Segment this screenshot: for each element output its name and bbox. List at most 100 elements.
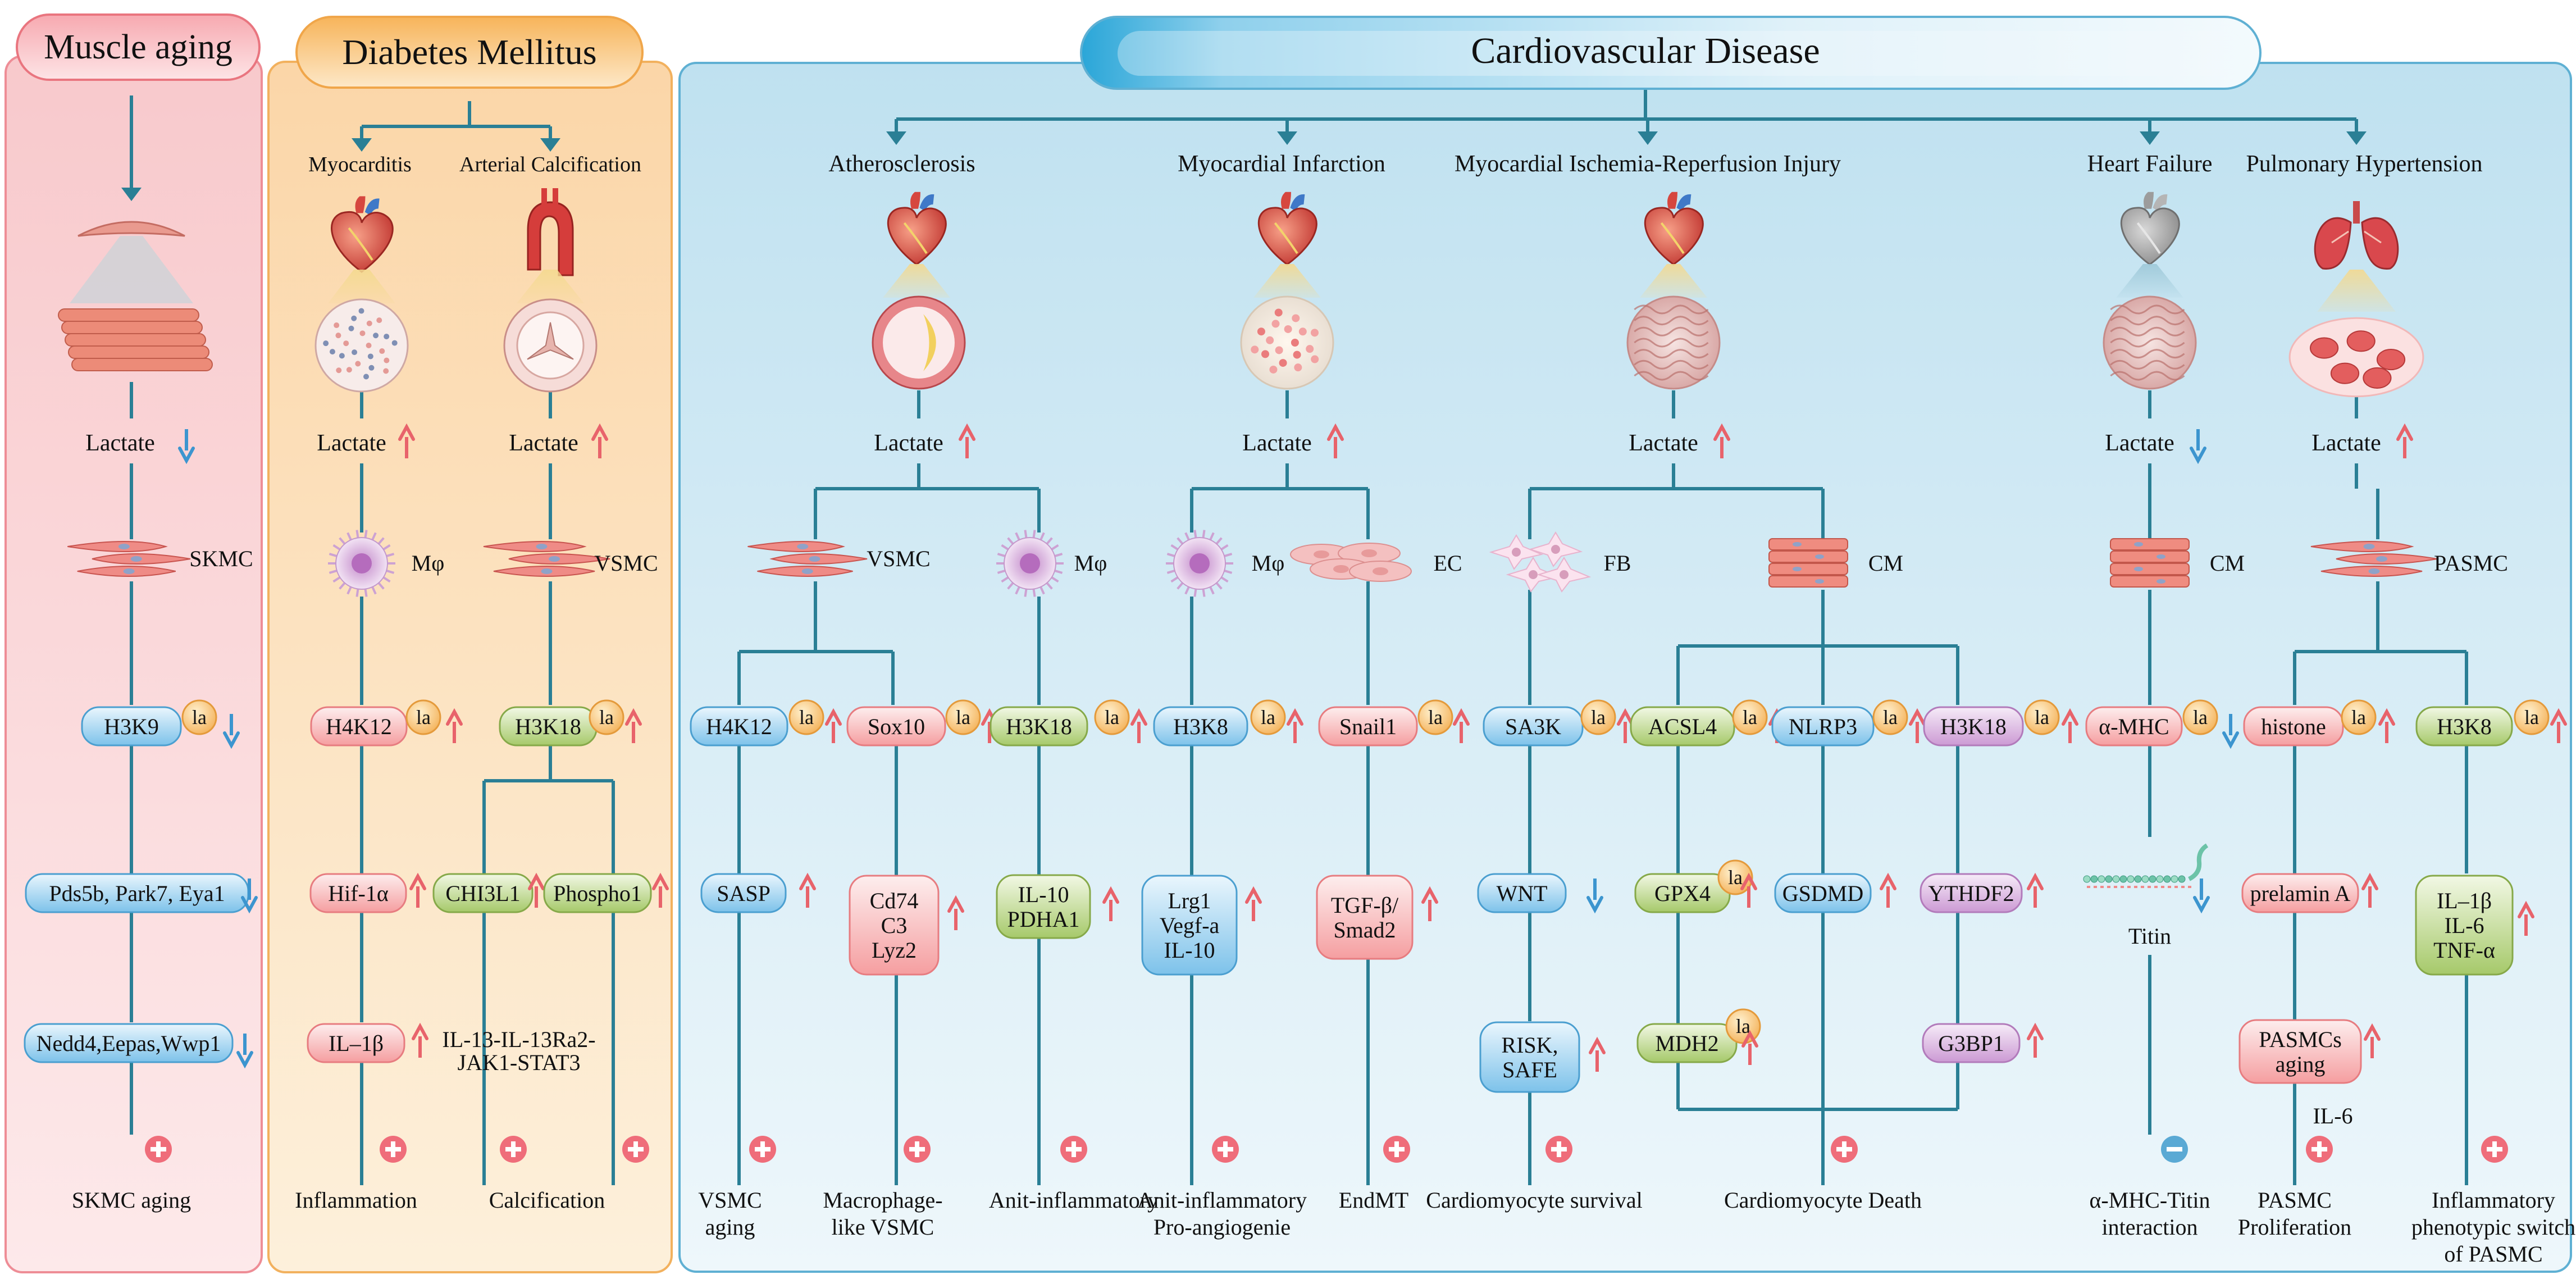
mark-h4k12: H4K12 <box>690 706 788 747</box>
mediator-risk-safe-text: SAFE <box>1502 1057 1557 1082</box>
up-arrow-icon <box>1741 1030 1758 1065</box>
disease-myocardial-infarction: Myocardial Infarction <box>1178 151 1385 177</box>
zoom-beam <box>2317 270 2396 312</box>
lactylation-badge: la <box>1725 1008 1761 1044</box>
cell-label-vsmc: VSMC <box>867 546 930 571</box>
up-arrow-icon <box>1617 708 1634 743</box>
mediator-hif1a-text: Hif-1α <box>328 881 389 906</box>
macrophage-icon <box>1166 530 1233 597</box>
lactylation-badge: la <box>945 699 981 735</box>
mediator-lrg1-vegfa-il10-text: Lrg1 <box>1168 888 1211 913</box>
plus-icon <box>1383 1136 1410 1163</box>
plus-icon <box>500 1136 527 1163</box>
lactylation-badge-label: la <box>1261 706 1275 729</box>
lactate-label: Lactate <box>509 430 578 456</box>
myocardium-tissue-icon <box>314 298 409 393</box>
lactylation-badge: la <box>1732 699 1768 735</box>
outcome-inflammatory-switch: phenotypic switch <box>2411 1214 2575 1240</box>
mediator-tgfb-smad2-text: Smad2 <box>1333 917 1396 943</box>
plus-icon <box>1060 1136 1087 1163</box>
lungs-icon <box>2314 201 2399 270</box>
injured-myocardium-icon <box>1626 295 1721 390</box>
arrowhead <box>352 138 372 152</box>
section-title-muscle: Muscle aging <box>44 28 232 66</box>
lactylation-badge: la <box>2341 699 2377 735</box>
lactate-label: Lactate <box>317 430 386 456</box>
mark-h3k8-text: H3K8 <box>1173 714 1228 739</box>
zoom-beam <box>517 270 584 303</box>
mediator-cd74-c3-lyz2-text: Lyz2 <box>872 937 917 963</box>
mark-acsl4-text: ACSL4 <box>1648 714 1717 739</box>
mediator-il10-pdha1-text: IL-10 <box>1018 882 1069 907</box>
down-arrow-icon <box>2190 429 2206 465</box>
mark-h3k8-text: H3K8 <box>2437 714 2492 739</box>
muscle-fiber-icon <box>58 221 213 371</box>
outcome-inflammatory-switch: of PASMC <box>2444 1241 2542 1267</box>
mediator-il1b-text: IL–1β <box>329 1031 384 1056</box>
lactylation-badge: la <box>589 699 624 735</box>
lactate-label: Lactate <box>2311 430 2381 456</box>
plus-icon <box>2481 1136 2508 1163</box>
mediator-lrg1-vegfa-il10-text: IL-10 <box>1164 937 1215 963</box>
pasmc-icon <box>2310 541 2438 577</box>
heart-icon <box>1257 192 1317 266</box>
mark-snail1: Snail1 <box>1318 706 1418 747</box>
arrowhead <box>1638 131 1658 145</box>
mediator-il1b: IL–1β <box>307 1023 405 1063</box>
up-arrow-icon <box>959 423 975 458</box>
mediator-il10-pdha1-text: PDHA1 <box>1007 907 1080 932</box>
titin-icon <box>2083 843 2209 888</box>
skeletal-muscle-cell-icon <box>67 541 191 577</box>
disease-myocarditis: Myocarditis <box>308 153 412 176</box>
lactylation-badge: la <box>1094 699 1130 735</box>
up-arrow-icon <box>2062 708 2078 743</box>
disease-myocardial-ischemia-reperfusion: Myocardial Ischemia-Reperfusion Injury <box>1455 151 1841 177</box>
down-arrow-icon <box>223 714 240 749</box>
up-arrow-icon <box>398 423 415 458</box>
up-arrow-icon <box>2361 872 2378 908</box>
mediator-phospho1-text: Phospho1 <box>553 881 642 906</box>
mediator-wnt: WNT <box>1477 873 1567 913</box>
down-arrow-icon <box>2222 714 2239 749</box>
up-arrow-icon <box>412 1022 428 1058</box>
mediator-il1b-il6-tnfa-text: IL-6 <box>2444 913 2484 938</box>
lactylation-badge-label: la <box>1743 706 1757 729</box>
cell-label-mphi: Mφ <box>1252 550 1285 576</box>
mediator-cd74-c3-lyz2-text: C3 <box>881 913 908 938</box>
up-arrow-icon <box>825 708 842 743</box>
mediator-g3bp1: G3BP1 <box>1922 1023 2021 1063</box>
cell-label-mphi: Mφ <box>412 550 445 576</box>
down-arrow-icon <box>241 879 258 914</box>
mediator-ythdf2: YTHDF2 <box>1920 873 2023 913</box>
arrowhead <box>121 188 142 201</box>
heart-icon <box>887 192 947 266</box>
mediator-gpx4: GPX4 <box>1634 873 1731 913</box>
mediator-risk-safe: RISK,SAFE <box>1479 1021 1580 1093</box>
mediator-risk-safe-text: RISK, <box>1501 1032 1558 1058</box>
up-arrow-icon <box>1287 708 1303 743</box>
zoom-beam <box>328 270 395 303</box>
plus-icon <box>904 1136 931 1163</box>
atherosclerotic-artery-icon <box>872 295 966 390</box>
failing-heart-icon <box>2120 192 2180 266</box>
mark-histone: histone <box>2243 706 2344 747</box>
up-arrow-icon <box>446 708 463 743</box>
cell-label-fb: FB <box>1604 550 1631 576</box>
mediator-prelamin-a: prelamin A <box>2241 873 2359 913</box>
vsmc-icon <box>483 541 610 577</box>
lactylation-badge-label: la <box>1105 706 1119 729</box>
heart-icon <box>1644 192 1704 266</box>
mark-nlrp3-text: NLRP3 <box>1789 714 1857 739</box>
mediator-wnt-text: WNT <box>1496 881 1547 906</box>
mark-h4k12-text: H4K12 <box>326 714 392 739</box>
mediator-tgfb-smad2-text: TGF-β/ <box>1331 893 1399 918</box>
mediator-g3bp1-text: G3BP1 <box>1938 1031 2004 1056</box>
mark-snail1-text: Snail1 <box>1339 714 1397 739</box>
arrowhead <box>540 138 560 152</box>
